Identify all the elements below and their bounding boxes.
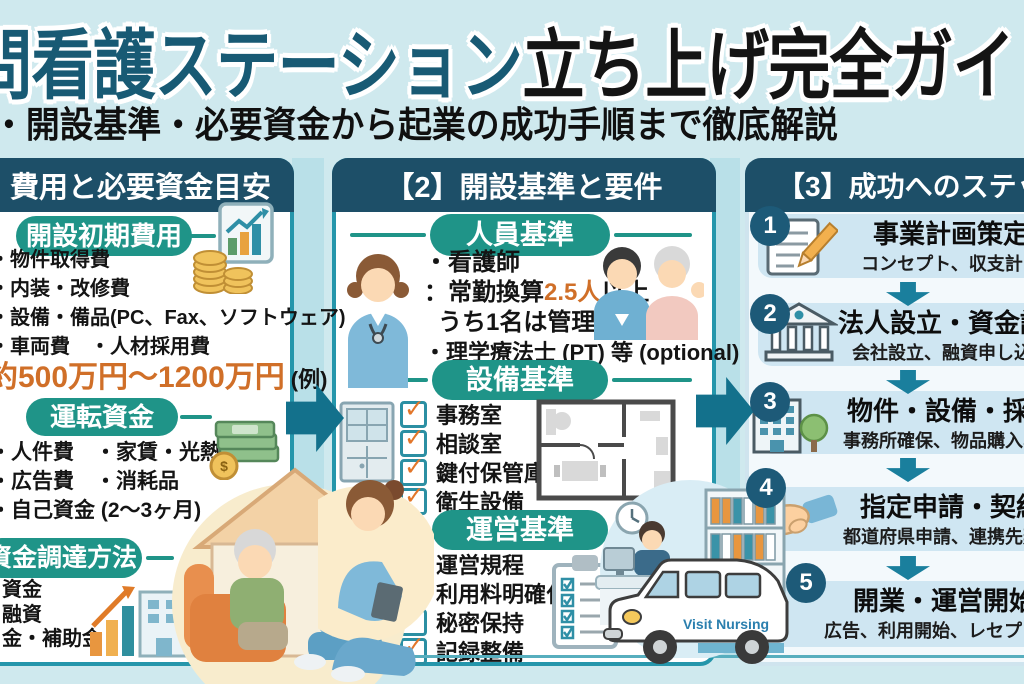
step-title: 物件・設備・採用 — [846, 396, 1024, 426]
facility-standard-label: 設備基準 — [432, 360, 608, 400]
list-item: ・自己資金 (2〜3ヶ月) — [0, 499, 202, 522]
list-item: ・広告費 ・消耗品 — [0, 470, 179, 493]
list-item: ・設備・備品(PC、Fax、ソフトウェア) — [0, 307, 346, 329]
step-row-5: 開業・運営開始 広告、利用開始、レセプト請求 — [758, 581, 1024, 647]
working-capital-label: 運転資金 — [26, 398, 178, 436]
nurse-icon — [347, 254, 409, 388]
step-title: 開業・運営開始 — [852, 586, 1024, 616]
step-row-4: 指定申請・契約 都道府県申請、連携先契約 — [758, 487, 1024, 551]
funding-method-label: 資金調達方法 — [0, 538, 142, 578]
checkbox-icon: ✓ — [400, 453, 427, 486]
checklist-item: ✓ 相談室 — [400, 424, 546, 457]
growth-chart-building-icon — [90, 586, 190, 658]
step-number-badge: 4 — [746, 468, 786, 508]
panel-steps-title: 【3】成功へのステップ — [745, 158, 1024, 212]
checklist-item: ✓ 事務室 — [400, 395, 546, 428]
panel-standards-title: 【2】開設基準と要件 — [332, 158, 716, 212]
checkbox-icon: ✓ — [400, 395, 427, 428]
step-number-badge: 2 — [750, 294, 790, 334]
step-title: 法人設立・資金調達 — [838, 308, 1024, 338]
step-title: 指定申請・契約 — [859, 492, 1024, 522]
list-item: ・車両費 ・人材採用費 — [0, 336, 210, 358]
step-title: 事業計画策定 — [872, 219, 1024, 249]
pill-connector-line — [614, 233, 692, 237]
step-number-badge: 5 — [786, 563, 826, 603]
staff-item-manager: うち1名は管理者 — [438, 309, 620, 336]
step-subtitle: 事務所確保、物品購入、ス — [843, 431, 1024, 452]
pill-connector-line — [188, 234, 216, 238]
working-capital-items: ・人件費 ・家賃・光熱費 ・広告費 ・消耗品 ・自己資金 (2〜3ヶ月) — [0, 438, 242, 525]
step-subtitle: 会社設立、融資申し込み — [852, 343, 1024, 364]
money-stack-icon: $ — [209, 420, 280, 480]
list-item: ・人件費 ・家賃・光熱費 — [0, 441, 242, 464]
checkbox-icon: ✓ — [400, 424, 427, 457]
initial-cost-items: ・物件取得費 ・内装・改修費 ・設備・備品(PC、Fax、ソフトウェア) ・車両… — [0, 246, 346, 362]
cost-estimate: 約500万円〜1200万円 (例) — [0, 352, 327, 396]
list-item: 金・補助金 — [2, 628, 102, 650]
list-item: 資金 — [2, 579, 42, 601]
checklist-item: ✓ 記録整備 — [400, 632, 568, 665]
dollar-coin-icon: $ — [220, 458, 228, 474]
patient-pair-icon — [594, 246, 704, 340]
page-title: 問看護ステーション立ち上げ完全ガイ — [0, 4, 1015, 114]
step-subtitle: 都道府県申請、連携先契約 — [843, 527, 1024, 548]
fte-count-highlight: 2.5人 — [544, 279, 602, 306]
staff-item-nurse: ・看護師 — [424, 249, 520, 276]
list-item: ・物件取得費 — [0, 249, 110, 271]
initial-cost-label: 開設初期費用 — [16, 216, 192, 256]
staffing-standard-label: 人員基準 — [430, 214, 610, 256]
page-subtitle: ・開設基準・必要資金から起業の成功手順まで徹底解説 — [0, 104, 839, 145]
step-subtitle: コンセプト、収支計画 — [861, 254, 1024, 275]
van-side-label: Visit Nursing — [683, 616, 769, 632]
checklist-item: ✓ 鍵付保管庫 — [400, 453, 546, 486]
list-item: ・内装・改修費 — [0, 278, 130, 300]
cabinet-icon — [339, 401, 395, 483]
facility-checklist: ✓ 事務室 ✓ 相談室 ✓ 鍵付保管庫 ✓ 衛生設備 — [400, 395, 546, 518]
operation-standard-label: 運営基準 — [432, 510, 608, 550]
cost-range-note: (例) — [290, 367, 328, 392]
page-title-accent: 問看護ステーション — [0, 24, 523, 109]
cost-range-value: 約500万円〜1200万円 — [0, 361, 285, 394]
staff-item-fte: ：常勤換算2.5人以上 — [424, 279, 649, 306]
list-item: 融資 — [2, 603, 42, 626]
kneeling-nurse-illustration — [318, 480, 434, 682]
floorplan-icon — [536, 399, 676, 501]
pill-connector-line — [146, 556, 174, 560]
step-subtitle: 広告、利用開始、レセプト請求 — [824, 621, 1024, 642]
pill-connector-line — [180, 415, 212, 419]
page-title-rest: 立ち上げ完全ガイ — [522, 24, 1015, 109]
pill-connector-line — [612, 378, 692, 382]
step-number-badge: 3 — [750, 382, 790, 422]
step-number-badge: 1 — [750, 206, 790, 246]
visit-nursing-van-icon: Visit Nursing — [603, 558, 789, 664]
chart-and-coins-icon — [193, 202, 274, 294]
pill-connector-line — [350, 233, 426, 237]
funding-items: 資金 融資 金・補助金 — [2, 578, 102, 652]
